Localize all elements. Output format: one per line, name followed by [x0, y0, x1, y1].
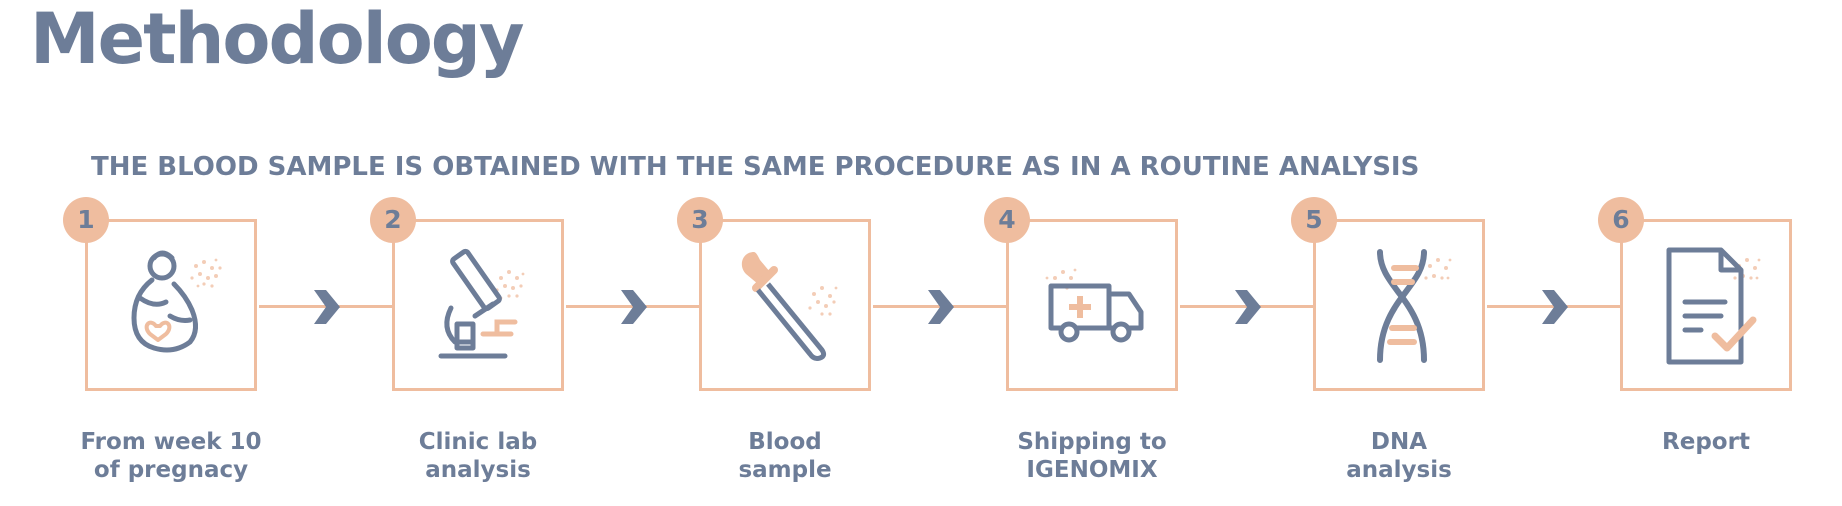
chevron-right-icon: [928, 290, 954, 324]
step-1-box: [85, 219, 257, 391]
step-label-line: IGENOMIX: [1026, 457, 1158, 483]
step-label-line: Clinic lab: [418, 429, 538, 455]
step-2-box: [392, 219, 564, 391]
step-6-number: 6: [1598, 197, 1644, 243]
step-label-line: sample: [738, 457, 832, 483]
step-label-line: Blood: [748, 429, 822, 455]
chevron-right-icon: [1235, 290, 1261, 324]
chevron-right-icon: [1542, 290, 1568, 324]
pregnant-woman-icon: [131, 250, 222, 353]
chevron-right-icon: [314, 290, 340, 324]
step-5-label: DNA analysis: [1284, 428, 1514, 484]
step-2-label: Clinic lab analysis: [363, 428, 593, 484]
step-1-label: From week 10 of pregnacy: [56, 428, 286, 484]
dna-icon: [1377, 249, 1452, 363]
step-3-box: [699, 219, 871, 391]
step-3-number: 3: [677, 197, 723, 243]
step-6-label: Report: [1591, 428, 1821, 456]
page-subtitle: THE BLOOD SAMPLE IS OBTAINED WITH THE SA…: [91, 152, 1420, 182]
step-label-line: From week 10: [80, 429, 262, 455]
step-label-line: DNA: [1370, 429, 1428, 455]
step-label-line: analysis: [1346, 457, 1452, 483]
step-3-label: Blood sample: [670, 428, 900, 484]
ambulance-icon: [1045, 268, 1144, 343]
step-2-number: 2: [370, 197, 416, 243]
step-label-line: analysis: [425, 457, 531, 483]
step-label-line: of pregnacy: [93, 457, 249, 483]
microscope-icon: [438, 248, 525, 359]
step-4-number: 4: [984, 197, 1030, 243]
report-icon: [1666, 247, 1761, 365]
step-5-box: [1313, 219, 1485, 391]
step-5-number: 5: [1291, 197, 1337, 243]
step-1-number: 1: [63, 197, 109, 243]
step-4-box: [1006, 219, 1178, 391]
dropper-icon: [741, 252, 838, 361]
step-label-line: Report: [1662, 429, 1750, 455]
step-4-label: Shipping to IGENOMIX: [977, 428, 1207, 484]
chevron-right-icon: [621, 290, 647, 324]
page-title: Methodology: [30, 0, 525, 80]
step-6-box: [1620, 219, 1792, 391]
step-label-line: Shipping to: [1017, 429, 1167, 455]
